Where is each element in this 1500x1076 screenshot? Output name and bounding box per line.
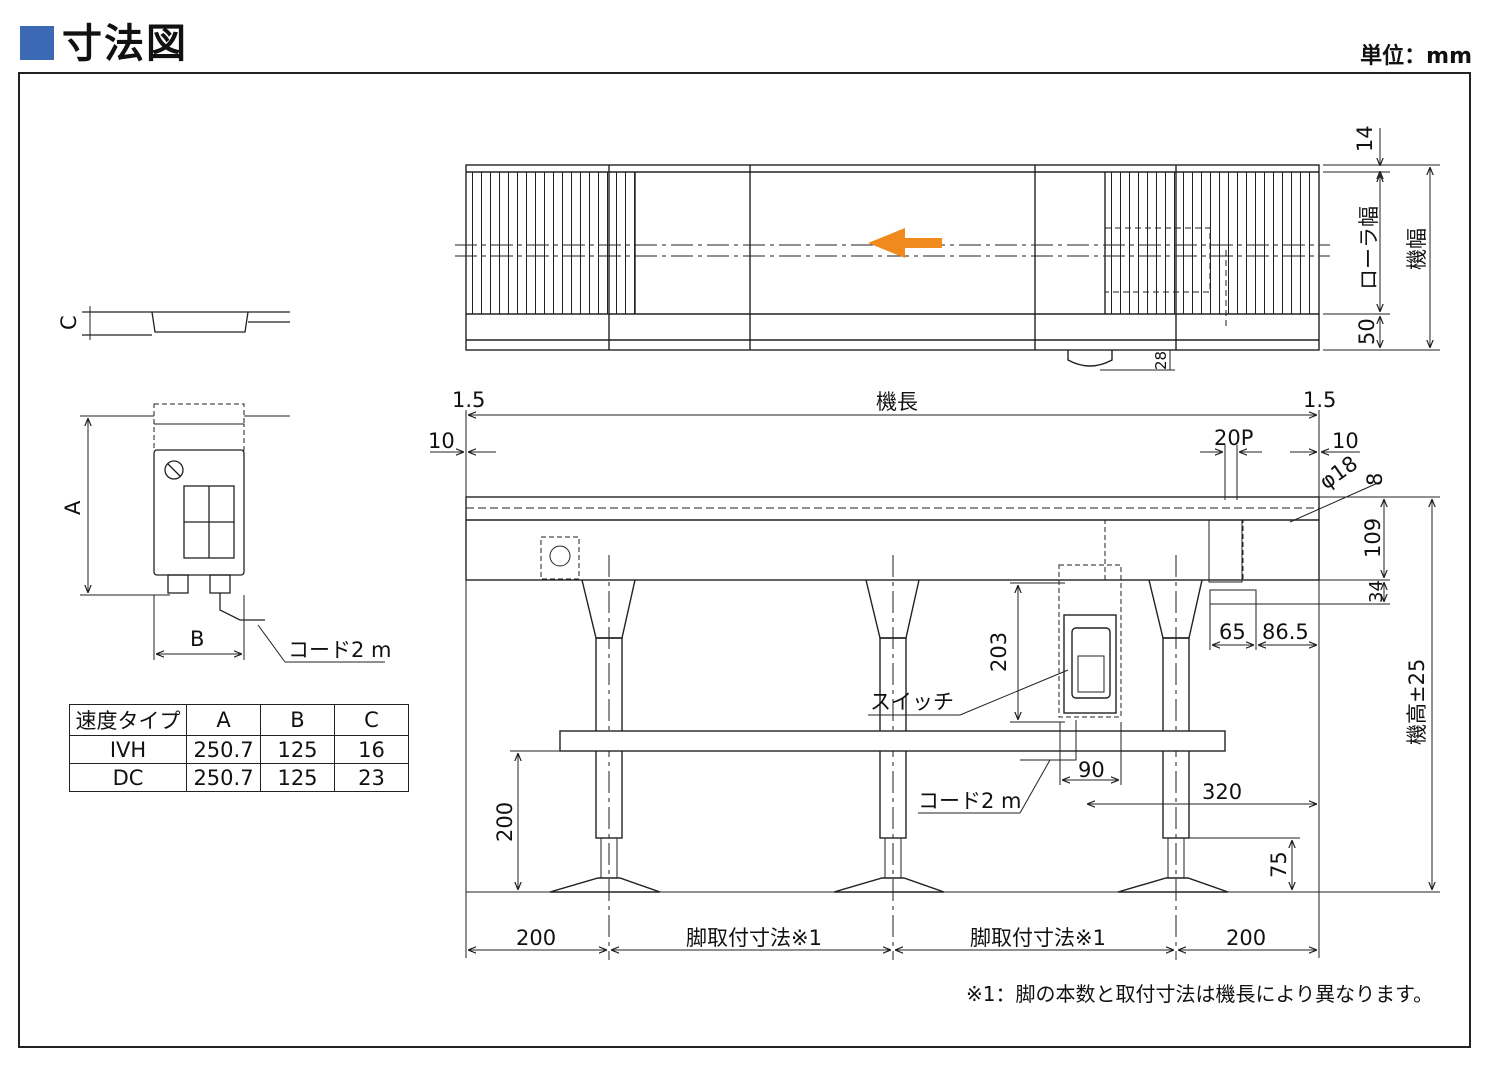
table-header: A [186,704,261,736]
dim-roller-width: ローラ幅 [1357,206,1381,290]
cord-callout-main: コード2 m [918,789,1022,813]
dim-65: 65 [1219,620,1246,644]
control-box-view [80,403,385,663]
dim-8: 8 [1363,473,1387,486]
table-header: B [260,704,335,736]
dim-28: 28 [1152,351,1170,370]
dim-86-5: 86.5 [1262,620,1309,644]
table-cell: 23 [334,763,409,792]
table-cell: 125 [260,763,335,792]
table-cell: 250.7 [186,763,261,792]
dim-50: 50 [1355,318,1379,345]
dim-b-label: B [190,627,204,651]
dim-14: 14 [1353,125,1377,152]
dim-1-5-left: 1.5 [452,388,485,412]
dim-75: 75 [1267,851,1291,878]
dim-machine-height: 機高±25 [1405,659,1429,745]
dim-leg-pitch-1: 脚取付寸法※1 [686,926,822,950]
dim-109: 109 [1361,518,1385,558]
dim-200-bottom-left: 200 [516,926,556,950]
dim-c-label: C [57,315,81,330]
side-view [430,410,1440,960]
roller-section-left [470,172,635,314]
dim-200-bottom-right: 200 [1226,926,1266,950]
dim-phi18: φ18 [1315,451,1362,494]
speed-type-table: 速度タイプ A B C IVH 250.7 125 16 DC 250.7 12… [69,704,409,792]
dim-200-height: 200 [493,802,517,842]
dim-leg-pitch-2: 脚取付寸法※1 [970,926,1106,950]
switch-callout: スイッチ [870,690,954,714]
dim-90: 90 [1078,758,1105,782]
dim-10-right: 10 [1332,429,1359,453]
cord-callout-left: コード2 m [288,638,392,662]
page-title: 寸法図 [62,21,188,67]
top-view-outline [465,164,1320,351]
top-view [455,128,1440,371]
dim-machine-length: 機長 [876,390,918,414]
table-cell: IVH [69,735,187,764]
unit-label: 単位：mm [1360,44,1472,69]
table-cell: 16 [334,735,409,764]
table-header: C [334,704,409,736]
dim-203: 203 [987,632,1011,672]
footnote: ※1：脚の本数と取付寸法は機長により異なります。 [966,982,1434,1006]
table-cell: 250.7 [186,735,261,764]
dim-1-5-right: 1.5 [1303,388,1336,412]
table-header: 速度タイプ [69,704,187,736]
dim-10-left: 10 [428,429,455,453]
table-cell: DC [69,763,187,792]
motor-bump [1067,350,1113,367]
dim-34: 34 [1366,580,1387,603]
table-cell: 125 [260,735,335,764]
table-row: IVH 250.7 125 16 [69,735,409,764]
dim-20p: 20P [1214,426,1253,450]
dim-320: 320 [1202,780,1242,804]
side-profile-view [82,306,290,340]
direction-arrow [868,228,942,258]
drawing-frame [18,72,1471,1048]
title-accent-square [20,26,54,60]
table-row: DC 250.7 125 23 [69,763,409,792]
dim-a-label: A [61,500,85,515]
table-header-row: 速度タイプ A B C [69,704,409,736]
dim-machine-width: 機幅 [1405,228,1429,270]
